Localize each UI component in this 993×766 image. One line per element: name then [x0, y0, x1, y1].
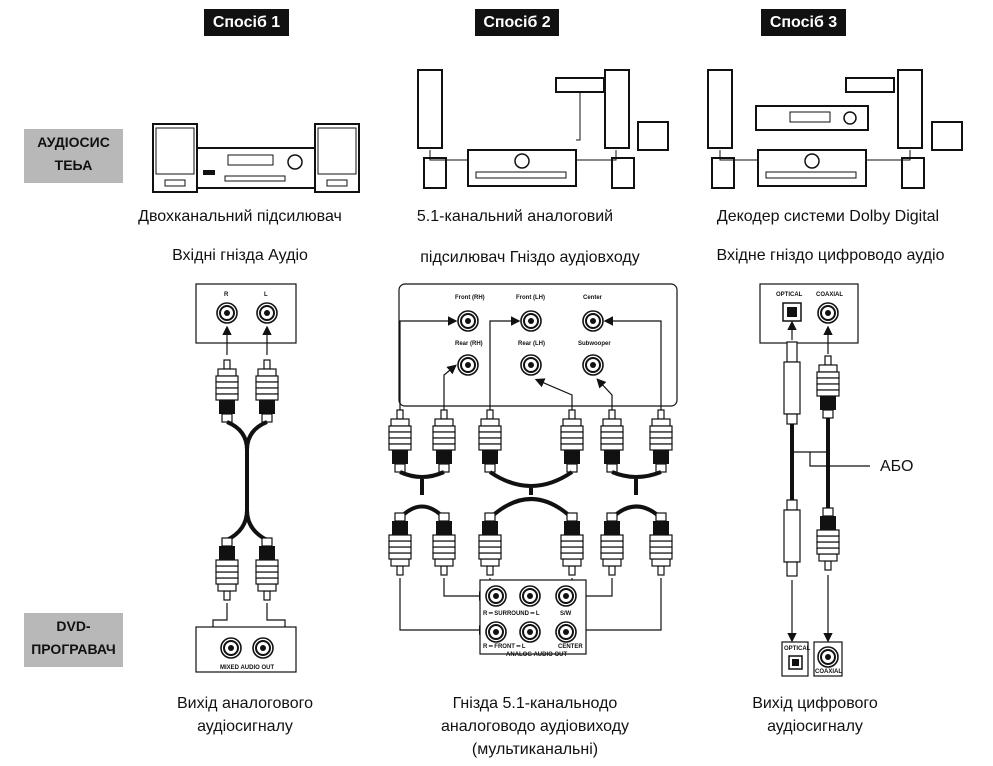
- m2-center-label: Center: [583, 295, 603, 301]
- m2-rear-lh-jack: [520, 354, 542, 376]
- m2-out-front-l-jack: [519, 621, 541, 643]
- m3-input-panel: [759, 283, 859, 344]
- m1-bottom-plug-r: [215, 537, 239, 601]
- m2-front-rh-label: Front (RH): [455, 295, 485, 301]
- m2-caption-line2: підсилювач Гніздо аудіовходу: [420, 249, 640, 266]
- m1-l-jack: [256, 302, 278, 324]
- m2-rear-rh-label: Rear (RH): [455, 341, 483, 347]
- m3-coaxial-label: COAXIAL: [816, 292, 843, 298]
- m2-rear-lh-label: Rear (LH): [518, 341, 545, 347]
- m1-top-plug-r: [215, 359, 239, 423]
- m2-out-center-jack: [555, 621, 577, 643]
- m2-out-surround-l-jack: [519, 585, 541, 607]
- m1-out-jack-l: [220, 637, 242, 659]
- or-label: АБО: [880, 458, 914, 475]
- method-3-header: Спосіб 3: [761, 9, 846, 36]
- m1-caption-line2: Вхідні гнізда Аудіо: [172, 247, 308, 264]
- dolby-system-illustration: [707, 69, 963, 189]
- dvd-player-label: DVD-ПРОГРАВАЧ: [24, 613, 123, 667]
- m2-analog-audio-out-label: ANALOG AUDIO OUT: [506, 652, 567, 658]
- m2-surround-label: R ━ SURROUND ━ L: [483, 611, 540, 617]
- m1-dvd-panel: [195, 626, 297, 673]
- m3-caption-line1: Декодер системи Dolby Digital: [716, 208, 940, 225]
- m2-center-out-label: CENTER: [558, 644, 583, 650]
- method-1-header: Спосіб 1: [204, 9, 289, 36]
- m2-bottom-caption: Гнізда 5.1-канальнодо аналоговодо аудіов…: [440, 695, 630, 758]
- m3-dvd-coaxial-jack: [817, 646, 839, 668]
- m1-bottom-caption: Вихід аналогового аудіосигналу: [177, 695, 313, 735]
- m2-front-lh-label: Front (LH): [516, 295, 545, 301]
- m2-subwoofer-label: Subwooper: [578, 341, 611, 347]
- surround-system-illustration: [417, 69, 669, 189]
- stereo-system-illustration: [152, 123, 360, 193]
- m2-front-rh-jack: [457, 310, 479, 332]
- m2-front-label: R ━ FRONT ━ L: [483, 644, 526, 650]
- m3-coaxial-jack: [817, 302, 839, 324]
- m3-dvd-optical-label: OPTICAL: [784, 646, 811, 652]
- m1-caption-line1: Двохканальний підсилювач: [138, 208, 342, 225]
- m2-out-surround-r-jack: [485, 585, 507, 607]
- m2-rear-rh-jack: [457, 354, 479, 376]
- m1-l-label: L: [264, 292, 268, 298]
- m2-center-jack: [582, 310, 604, 332]
- m2-out-sw-jack: [555, 585, 577, 607]
- m1-out-jack-r: [252, 637, 274, 659]
- m3-optical-label: OPTICAL: [776, 292, 803, 298]
- m2-sw-label: S/W: [560, 611, 572, 617]
- m2-out-front-r-jack: [485, 621, 507, 643]
- m1-input-panel: [195, 283, 297, 344]
- m1-mixed-audio-out-label: MIXED AUDIO OUT: [220, 665, 274, 671]
- m3-dvd-coaxial-label: COAXIAL: [815, 669, 842, 675]
- m1-bottom-plug-l: [255, 537, 279, 601]
- m2-front-lh-jack: [520, 310, 542, 332]
- m2-caption-line1: 5.1-канальний аналоговий: [416, 208, 614, 225]
- m3-caption-line2: Вхідне гніздо цифроводо аудіо: [716, 247, 945, 264]
- m1-r-jack: [216, 302, 238, 324]
- m3-bottom-caption: Вихід цифрового аудіосигналу: [752, 695, 878, 735]
- audio-system-label: АУДІОСИС ТЕЬА: [24, 129, 123, 183]
- method-2-header: Спосіб 2: [475, 9, 559, 36]
- m1-r-label: R: [224, 292, 229, 298]
- m2-subwoofer-jack: [582, 354, 604, 376]
- m1-top-plug-l: [255, 359, 279, 423]
